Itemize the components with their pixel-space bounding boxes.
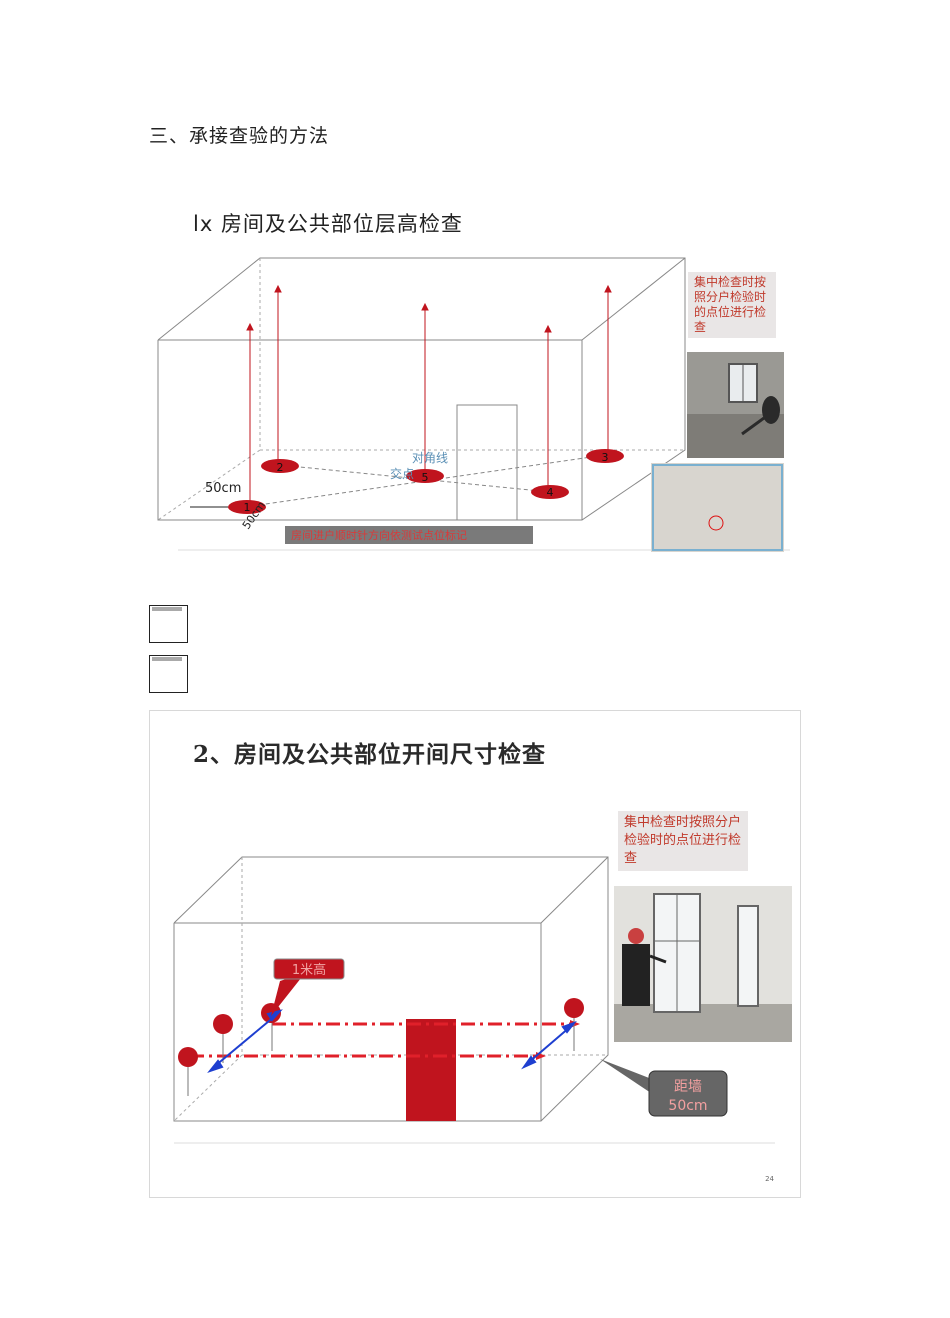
embedded-image-placeholder [149,605,188,643]
svg-text:5: 5 [422,471,429,484]
diagonal-label-2: 交点 [390,466,414,481]
svg-text:4: 4 [547,486,554,499]
svg-text:2: 2 [277,461,284,474]
svg-text:50cm: 50cm [668,1098,707,1114]
door [406,1019,456,1121]
height-arrows [246,284,612,505]
section-heading: 三、承接查验的方法 [149,125,330,147]
measure-point-4: 4 [531,485,569,499]
callout-height-box [273,958,345,980]
figure1-note: 集中检查时按照分户检验时的点位进行检查 [688,272,776,338]
photo-measuring-width [614,886,792,1042]
diagonal-label: 对角线 [412,451,448,465]
caption: 房间进户顺时针方向依测试点位标记 [291,528,467,542]
marker-ball [178,1047,198,1067]
slide-room-width-check: 2、房间及公共部位开间尺寸检查 [149,710,801,1198]
blue-arrows [207,1009,577,1074]
marker-ball [213,1014,233,1034]
measure-point-3: 3 [586,449,624,464]
callout-wall-box [648,1070,728,1117]
figure-room-width-diagram: 1米高 距墙 50cm [173,856,775,1144]
slide-title: 2、房间及公共部位开间尺寸检查 [193,741,547,768]
measure-point-5: 5 [406,469,444,484]
svg-text:1: 1 [244,501,251,514]
caption-box [285,526,533,544]
figure2-note: 集中检查时按照分户检验时的点位进行检查 [618,811,748,871]
embedded-image-placeholder [149,655,188,693]
svg-text:1米高: 1米高 [292,962,326,978]
door [456,404,518,521]
marker-ball [564,998,584,1018]
page-number: 24 [765,1175,774,1183]
svg-text:距墙: 距墙 [674,1079,702,1095]
svg-text:3: 3 [602,451,609,464]
measure-point-2: 2 [261,459,299,474]
photo-measuring-height [687,352,784,458]
figure-room-height-diagram: 1 2 3 4 5 对角线 交点 50cm 50cm 房间进户顺时针方向依测试点… [157,257,790,551]
photo-floor-mark [651,463,784,552]
width-lines [190,1022,570,1058]
measure-point-1: 1 [228,500,266,514]
dimension-label-horizontal: 50cm [205,481,241,496]
sub-heading: lx 房间及公共部位层高检查 [193,212,463,236]
